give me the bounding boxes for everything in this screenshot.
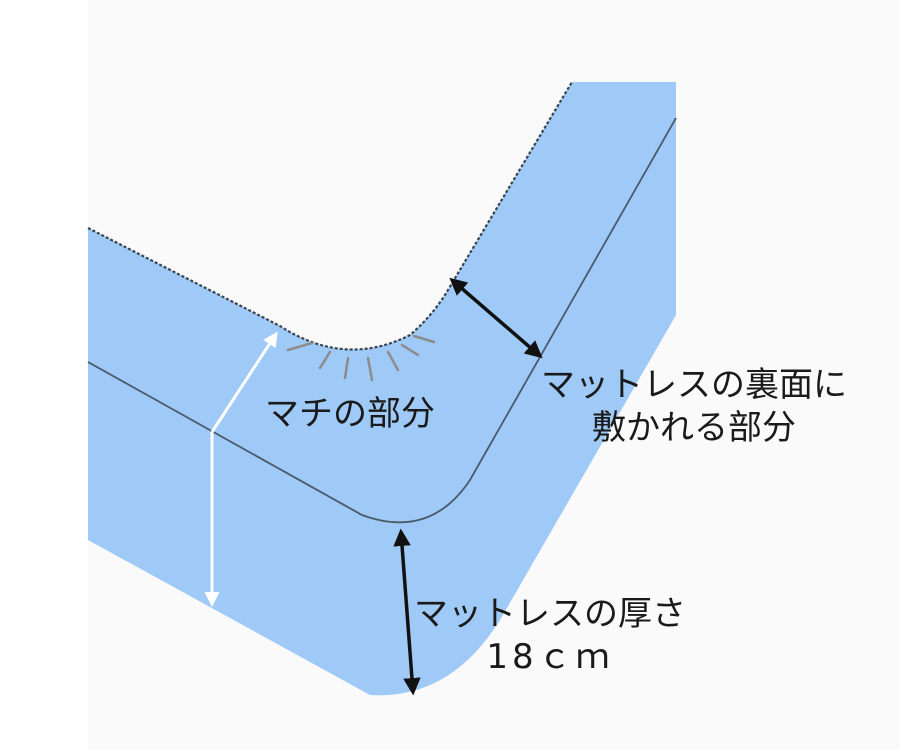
fold-line <box>87 117 677 524</box>
thickness-label-line1: マットレスの厚さ <box>414 594 686 634</box>
gusset-top-edge <box>87 81 573 351</box>
sheet-corner-shape <box>88 82 676 696</box>
thickness-arrow <box>393 528 421 696</box>
gusset-label: マチの部分 <box>265 394 435 434</box>
underside-label-line1: マットレスの裏面に <box>541 365 847 405</box>
underside-label: マットレスの裏面に 敷かれる部分 <box>541 364 847 449</box>
gusset-arrow <box>204 331 278 607</box>
underside-arrow <box>449 277 543 359</box>
thickness-label: マットレスの厚さ 18ｃｍ <box>414 593 686 678</box>
underside-label-line2: 敷かれる部分 <box>592 407 796 448</box>
elastic-gathers <box>286 334 436 382</box>
thickness-value: 18ｃｍ <box>486 636 614 677</box>
